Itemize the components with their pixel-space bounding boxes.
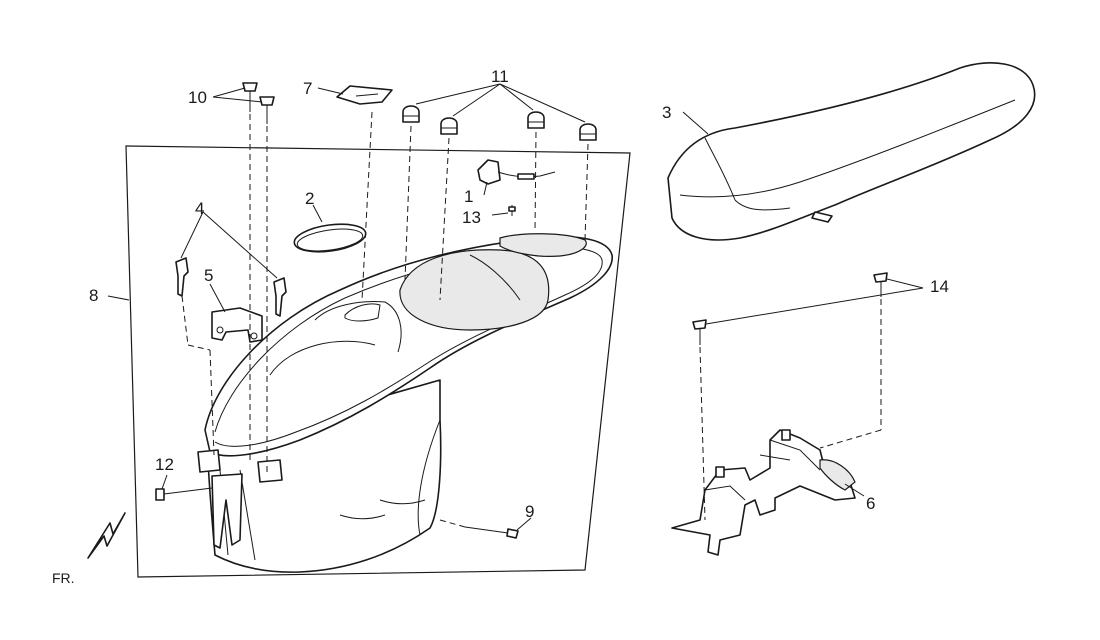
callout-5: 5: [204, 266, 213, 285]
hinge-plate-part: [211, 307, 263, 343]
front-direction-arrow: [87, 512, 126, 559]
callout-3: 3: [662, 103, 671, 122]
leader-lines: [107, 83, 924, 531]
screw-part-13: [508, 205, 516, 216]
callout-13: 13: [462, 208, 481, 227]
seat-part: [667, 62, 1036, 241]
small-lid-part: [336, 85, 393, 105]
bolt-parts-14: [692, 272, 888, 345]
callout-2: 2: [305, 189, 314, 208]
rubber-bumper-parts: [402, 105, 597, 141]
bolt-parts-10: [242, 82, 275, 124]
callout-9: 9: [525, 502, 534, 521]
assembly-lines: [181, 111, 882, 528]
front-marker-label: FR.: [52, 570, 75, 586]
bracket-part-6: [671, 429, 856, 556]
callout-11: 11: [491, 67, 509, 86]
assembly-frame-outline: [125, 145, 631, 578]
switch-part: [477, 159, 556, 185]
callout-1: 1: [464, 187, 473, 206]
callout-10: 10: [188, 88, 207, 107]
long-bolt-part-9: [464, 526, 519, 539]
luggage-box-part: [197, 233, 613, 573]
callout-7: 7: [303, 79, 312, 98]
hinge-bracket-parts: [175, 257, 287, 317]
nut-part-12: [155, 487, 213, 501]
callout-14: 14: [930, 277, 949, 296]
callout-8: 8: [89, 286, 98, 305]
round-cover-part: [293, 223, 367, 253]
callout-4: 4: [195, 199, 204, 218]
callout-6: 6: [866, 494, 875, 513]
callout-12: 12: [155, 455, 174, 474]
